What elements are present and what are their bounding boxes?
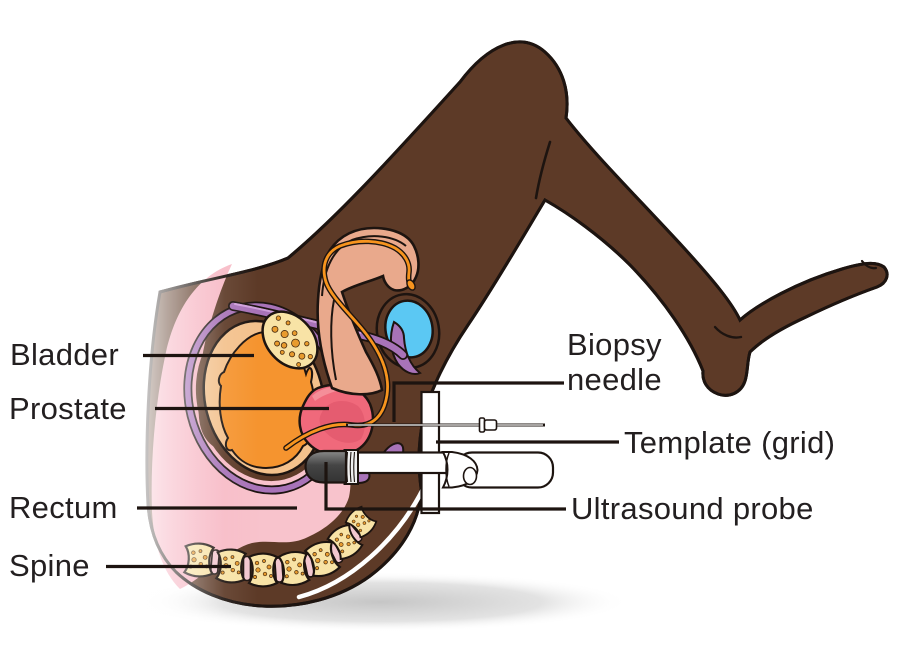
label-prostate: Prostate [9,391,127,426]
leader-ultrasound-probe [324,462,566,511]
knee-crease [534,140,552,200]
leader-biopsy-needle [392,381,564,422]
label-bladder: Bladder [10,337,119,372]
label-rectum: Rectum [9,490,118,525]
label-biopsy-needle: Biopsy needle [567,327,662,397]
ankle-crease [713,325,743,339]
label-ultrasound-probe: Ultrasound probe [571,491,814,526]
fade-overlay [0,0,258,662]
biopsy-needle-shape [346,417,545,433]
label-template-grid: Template (grid) [624,425,836,460]
pubic-bone-shape [261,310,319,370]
toe-crease [860,259,878,270]
gluteal-fold [296,478,430,600]
leader-lines [106,353,619,569]
label-spine: Spine [9,548,90,583]
